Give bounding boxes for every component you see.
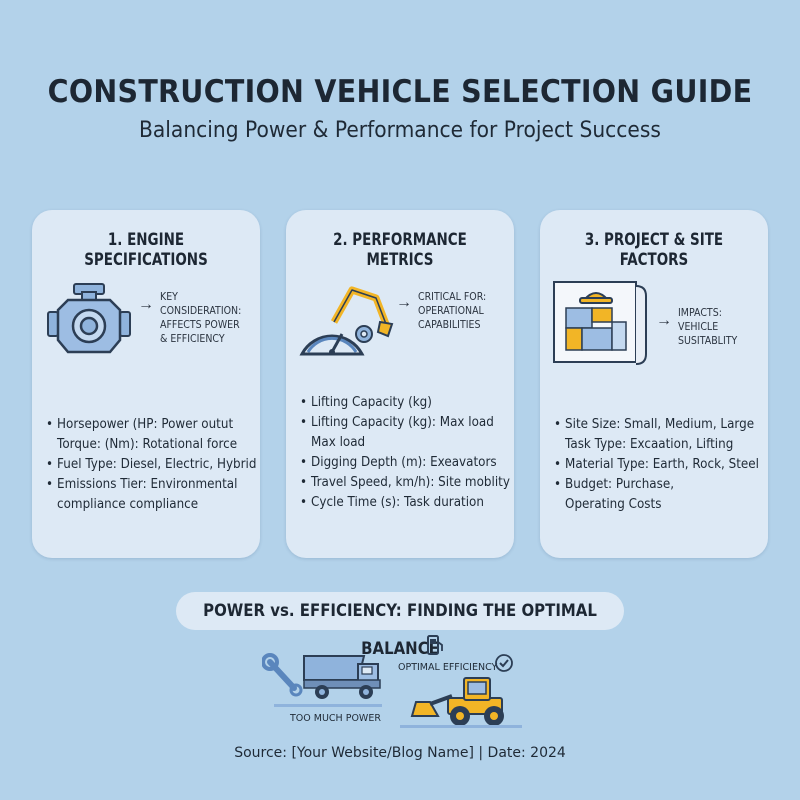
list-item: Material Type: Earth, Rock, Steel (554, 455, 759, 475)
critical-for-note: CRITICAL FOR: OPERATIONAL CAPABILITIES (418, 291, 487, 331)
list-item: Emissions Tier: Environmental (46, 475, 237, 495)
card-title: 2. PERFORMANCE METRICS (333, 230, 467, 270)
card-project-site-factors: 3. PROJECT & SITE FACTORS → IMPACTS: VEH… (540, 210, 768, 558)
page-subtitle: Balancing Power & Performance for Projec… (139, 118, 661, 143)
impacts-note: IMPACTS: VEHICLE SUSITABLITY (678, 307, 738, 347)
optimal-efficiency-label: OPTIMAL EFFICIENCY (398, 662, 498, 673)
list-item: Digging Depth (m): Exeavators (300, 453, 497, 473)
card-title: 1. ENGINE SPECIFICATIONS (84, 230, 208, 270)
balance-banner: POWER vs. EFFICIENCY: FINDING THE OPTIMA… (176, 592, 624, 659)
list-item: Fuel Type: Diesel, Electric, Hybrid (46, 455, 256, 475)
arrow-icon: → (656, 312, 672, 329)
page-title: CONSTRUCTION VEHICLE SELECTION GUIDE (47, 74, 753, 110)
check-circle-icon (494, 653, 514, 678)
list-item: Operating Costs (565, 497, 662, 512)
list-item: Task Type: Excaation, Lifting (565, 437, 734, 452)
list-item: Lifting Capacity (kg) (300, 393, 490, 413)
ground-line (274, 704, 382, 707)
list-item: Horsepower (HP: Power outut (46, 415, 236, 435)
list-item: Site Size: Small, Medium, Large (554, 415, 754, 435)
arrow-icon: → (138, 296, 154, 313)
list-item: Budget: Purchase, (554, 475, 744, 495)
excavator-gauge-icon (294, 272, 394, 367)
wheel-loader-icon (408, 672, 518, 733)
site-bullet-list: Site Size: Small, Medium, Large Task Typ… (554, 415, 760, 515)
too-much-power-label: TOO MUCH POWER (290, 713, 381, 724)
card-engine-specifications: 1. ENGINE SPECIFICATIONS → KEY CONSIDERA… (32, 210, 260, 558)
list-item: Max load (311, 435, 366, 450)
list-item: Travel Speed, km/h): Site moblity (300, 473, 510, 493)
source-footer: Source: [Your Website/Blog Name] | Date:… (234, 745, 566, 761)
too-much-power-illustration (261, 648, 392, 709)
engine-bullet-list: Horsepower (HP: Power outut Torque: (Nm)… (46, 415, 256, 515)
list-item: Cycle Time (s): Task duration (300, 493, 490, 513)
list-item: Lifting Capacity (kg): Max load (300, 413, 494, 433)
arrow-icon: → (396, 294, 412, 311)
ground-line (400, 725, 522, 728)
site-blueprint-icon (552, 278, 648, 373)
engine-icon (44, 280, 134, 365)
key-consideration-note: KEY CONSIDERATION: AFFECTS POWER & EFFIC… (160, 291, 242, 345)
fuel-pump-icon (426, 634, 444, 661)
card-title: 3. PROJECT & SITE FACTORS (584, 230, 724, 270)
performance-bullet-list: Lifting Capacity (kg) Lifting Capacity (… (300, 393, 510, 513)
list-item: Torque: (Nm): Rotational force (57, 437, 238, 452)
list-item: compliance compliance (57, 497, 199, 512)
card-performance-metrics: 2. PERFORMANCE METRICS → CRITICAL FOR: O… (286, 210, 514, 558)
